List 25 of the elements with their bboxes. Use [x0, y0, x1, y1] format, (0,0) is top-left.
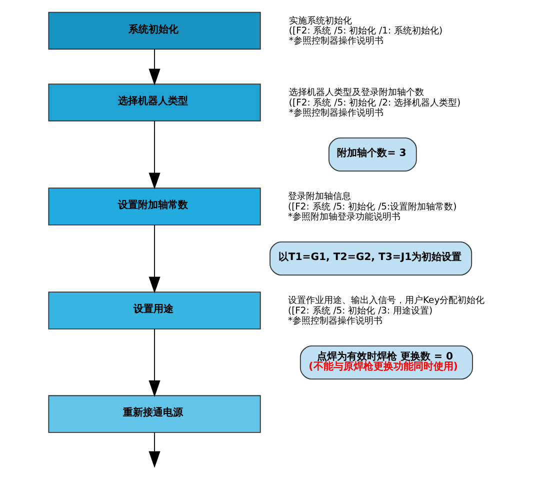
node-label: 登录附加轴信息 [288, 191, 351, 202]
node-label: ([F2: 系统 /5: 初始化 /2: 选择机器人类型) [288, 97, 461, 108]
node-label: 设置作业用途、输出入信号，用户Key分配初始化 [288, 295, 485, 306]
node-label: *参照附加轴登录功能说明书 [288, 211, 401, 222]
node-label: ([F2: 系统 /5: 初始化 /5:设置附加轴常数) [288, 201, 457, 212]
arrow [148, 224, 160, 294]
node-box: 设置附加轴常数 [48, 188, 261, 226]
node-label: ([F2: 系统 /5: 初始化 /3: 用途设置) [288, 305, 433, 316]
node-label: *参照控制器操作说明书 [288, 36, 384, 47]
node-box: 点焊为有效时焊枪 更换数 = 0 (不能与原焊枪更换功能同时使用) [300, 345, 473, 380]
node-box: 系统初始化 [48, 12, 261, 50]
node-box: 设置用途 [48, 292, 261, 330]
node-label: 实施系统初始化 [288, 15, 352, 26]
node-label: ([F2: 系统 /5: 初始化 /1: 系统初始化) [288, 25, 443, 36]
node-box: 附加轴个数= 3 [328, 137, 417, 172]
node-label: 选择机器人类型及登录附加轴个数 [288, 87, 424, 98]
node-box: 重新接通电源 [48, 395, 261, 433]
node-box: 以T1=G1, T2=G2, T3=J1为初始设置 [270, 241, 472, 276]
node-box: 选择机器人类型 [48, 84, 261, 122]
node-label: *参照控制器操作说明书 [288, 315, 383, 326]
arrow [148, 328, 160, 397]
arrow [148, 48, 160, 86]
node-label: *参照控制器操作说明书 [288, 107, 384, 118]
arrow [148, 120, 160, 190]
arrow [148, 432, 160, 468]
